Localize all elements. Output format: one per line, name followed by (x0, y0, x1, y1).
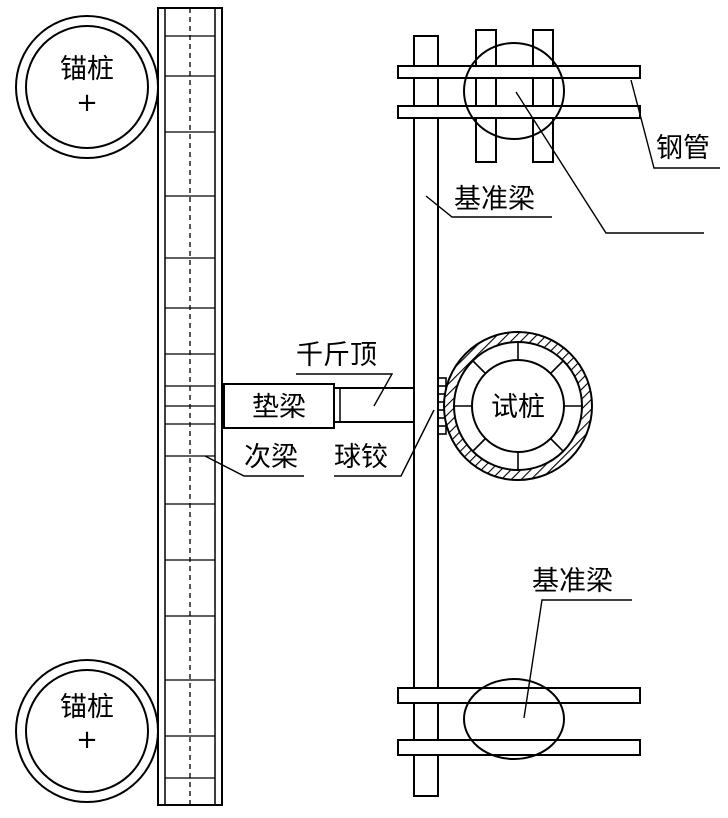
ball-hinge-leader (334, 409, 435, 477)
pad-beam-label: 垫梁 (252, 392, 306, 423)
reference-beam-top-label: 基准梁 (454, 184, 535, 215)
reference-beam-bottom-label: 基准梁 (532, 566, 613, 597)
jack-label: 千斤顶 (296, 340, 377, 371)
main-beam (157, 7, 223, 806)
steel-pipe-leader (630, 79, 720, 169)
ball-hinge-label: 球铰 (334, 442, 388, 473)
reference-top-cluster (397, 29, 641, 163)
anchor-pile-top-label: 锚桩 (60, 54, 114, 85)
secondary-beam-leader (204, 455, 304, 477)
pad-beam (223, 383, 335, 429)
steel-pipe-label: 钢管 (656, 133, 710, 164)
test-pile-label: 试桩 (491, 392, 545, 423)
reference-beam-vertical (413, 35, 439, 797)
test-pile (443, 331, 593, 481)
anchor-pile-top-center-mark: + (76, 88, 98, 118)
main-beam-stiffeners (165, 35, 215, 779)
test-pile-ribs (454, 342, 582, 470)
anchor-pile-bottom-center-mark: + (76, 725, 98, 755)
reference-beam-top-leader (425, 195, 552, 218)
anchor-pile-top (15, 15, 159, 159)
reference-beam-bottom-leader (523, 599, 632, 719)
anchor-pile-bottom-label: 锚桩 (60, 692, 114, 723)
leader-lines (204, 79, 720, 719)
jack (333, 387, 425, 423)
reference-bottom-cluster (397, 678, 641, 760)
jack-leader (296, 373, 394, 407)
secondary-beam-label: 次梁 (244, 442, 298, 473)
top-circle-leader (515, 91, 704, 234)
